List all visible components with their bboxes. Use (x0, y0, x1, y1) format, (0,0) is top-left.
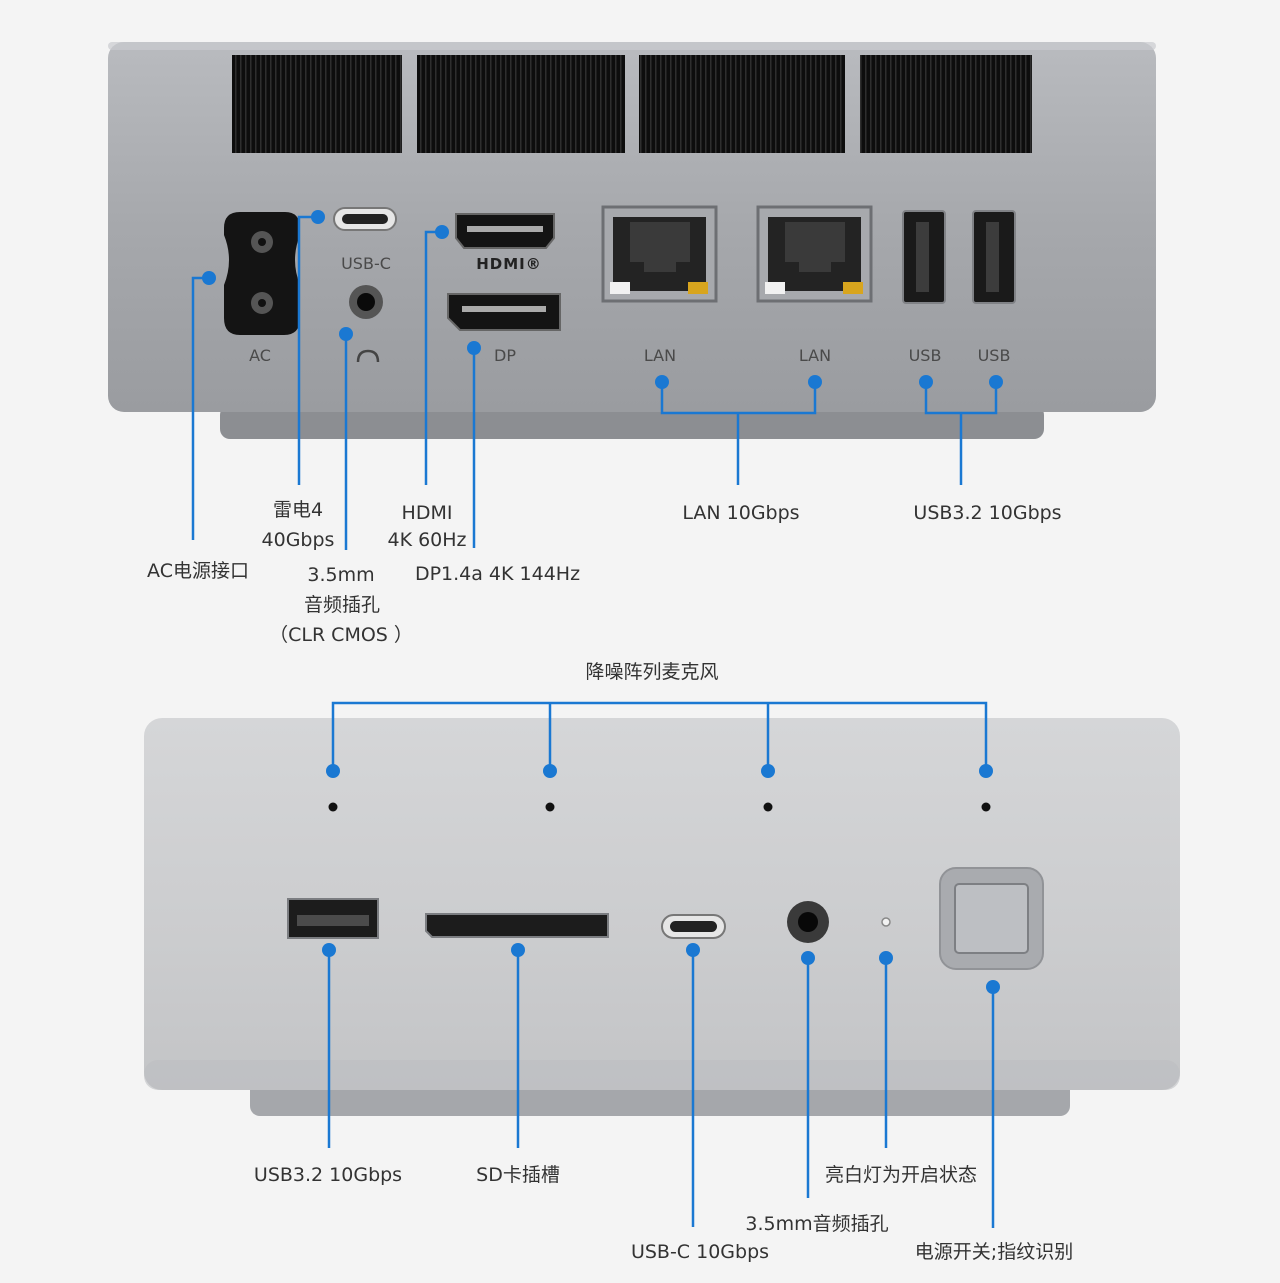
hdmi-logo: HDMI® (476, 255, 542, 273)
port-label-lan-1: LAN (643, 346, 677, 365)
port-label-usbc: USB-C (341, 254, 391, 273)
vent-grille (232, 55, 402, 153)
callout-hdmi-line-1: HDMI (401, 502, 453, 524)
callout-front-usbc: USB-C 10Gbps (630, 1241, 770, 1263)
callout-sd-slot: SD卡插槽 (476, 1164, 560, 1186)
headphone-icon (356, 349, 380, 363)
status-led (881, 917, 891, 927)
callout-hdmi-line-2: 4K 60Hz (387, 529, 467, 551)
callout-power-button: 电源开关;指纹识别 (914, 1241, 1074, 1263)
callout-microphone-array: 降噪阵列麦克风 (585, 661, 719, 683)
lan-port-1 (601, 205, 718, 303)
back-panel (108, 42, 1156, 439)
port-label-lan-2: LAN (798, 346, 832, 365)
port-label-dp: DP (494, 346, 516, 365)
callout-audio-line-1: 3.5mm (307, 564, 375, 586)
callout-usb: USB3.2 10Gbps (913, 502, 1062, 524)
callout-audio-line-2: 音频插孔 (303, 594, 380, 616)
port-label-usb-2: USB (977, 346, 1011, 365)
microphone-hole (328, 802, 338, 812)
ac-power-port (224, 212, 300, 335)
usb-port-1 (902, 210, 946, 304)
lan-port-2 (756, 205, 873, 303)
front-leader-lines (327, 701, 995, 1228)
callout-ac-power: AC电源接口 (147, 560, 249, 582)
front-usb-port (287, 898, 379, 939)
front-panel (144, 718, 1180, 1116)
usb-port-2 (972, 210, 1016, 304)
front-callout-dots (322, 764, 1000, 994)
hdmi-port (455, 213, 555, 249)
callout-dp: DP1.4a 4K 144Hz (414, 563, 581, 585)
port-label-usb-1: USB (908, 346, 942, 365)
microphone-hole (763, 802, 773, 812)
port-label-ac: AC (249, 346, 271, 365)
dp-port (447, 293, 561, 331)
callout-front-audio: 3.5mm音频插孔 (745, 1213, 889, 1235)
microphone-hole (545, 802, 555, 812)
front-body (144, 718, 1180, 1090)
microphone-hole (981, 802, 991, 812)
callout-thunderbolt-line-2: 40Gbps (261, 529, 335, 551)
vent-grille (860, 55, 1032, 153)
callout-front-usb: USB3.2 10Gbps (253, 1164, 403, 1186)
fingerprint-sensor (954, 883, 1029, 954)
callout-status-light: 亮白灯为开启状态 (824, 1164, 977, 1186)
callout-audio-line-3: （CLR CMOS ） (269, 624, 413, 646)
callout-thunderbolt-line-1: 雷电4 (272, 499, 324, 521)
sd-card-slot (425, 913, 609, 938)
callout-lan: LAN 10Gbps (682, 502, 800, 524)
back-callout-dots (202, 210, 1003, 389)
vent-grille (639, 55, 845, 153)
vent-grille (417, 55, 625, 153)
